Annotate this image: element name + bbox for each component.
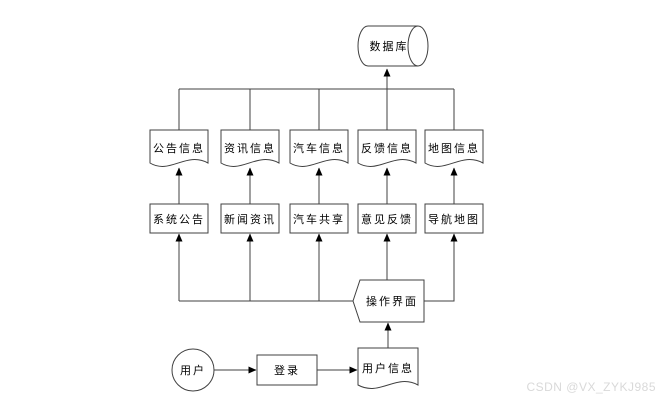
login-label: 登录 (274, 363, 300, 377)
node-system-announcement: 系统公告 (149, 203, 209, 234)
doc-feedback-info-label: 反馈信息 (361, 141, 413, 155)
doc-map-info-label: 地图信息 (428, 141, 480, 155)
arrow-panel-to-navigation (424, 233, 458, 302)
document-shape (220, 129, 280, 167)
node-doc-map-info: 地图信息 (424, 129, 484, 167)
doc-news-info-label: 资讯信息 (224, 141, 276, 155)
user-label: 用户 (180, 363, 206, 377)
user-info-label: 用户信息 (362, 361, 414, 375)
rectangle-shape (256, 354, 318, 386)
rectangle-shape (424, 203, 484, 234)
document-shape (149, 129, 209, 167)
document-shape (357, 129, 417, 167)
database-cylinder-cap (407, 25, 429, 67)
node-user-info: 用户信息 (357, 347, 419, 389)
rectangle-shape (220, 203, 280, 234)
node-user: 用户 (171, 348, 215, 392)
doc-announcement-info-label: 公告信息 (153, 141, 205, 155)
navigation-map-label: 导航地图 (428, 212, 480, 226)
node-doc-feedback-info: 反馈信息 (357, 129, 417, 167)
node-database: 数据库 (357, 25, 429, 67)
node-doc-announcement-info: 公告信息 (149, 129, 209, 167)
csdn-watermark: CSDN @VX_ZYKJ985 (526, 380, 656, 394)
node-doc-news-info: 资讯信息 (220, 129, 280, 167)
news-label: 新闻资讯 (224, 212, 276, 226)
rectangle-shape (357, 203, 417, 234)
document-shape (357, 347, 419, 389)
database-cylinder-body (357, 25, 418, 67)
display-shape (352, 279, 425, 323)
node-doc-car-info: 汽车信息 (289, 129, 349, 167)
operation-panel-label: 操作界面 (366, 294, 418, 308)
node-news: 新闻资讯 (220, 203, 280, 234)
node-car-sharing: 汽车共享 (289, 203, 349, 234)
document-shape (289, 129, 349, 167)
node-navigation-map: 导航地图 (424, 203, 484, 234)
database-label: 数据库 (370, 39, 409, 53)
doc-car-info-label: 汽车信息 (293, 141, 345, 155)
node-login: 登录 (256, 354, 318, 386)
node-feedback: 意见反馈 (357, 203, 417, 234)
system-announcement-label: 系统公告 (153, 213, 205, 226)
feedback-label: 意见反馈 (361, 212, 413, 226)
rectangle-shape (149, 203, 209, 234)
node-operation-panel: 操作界面 (352, 279, 425, 323)
car-sharing-label: 汽车共享 (293, 212, 345, 226)
circle-shape (171, 348, 215, 392)
rectangle-shape (289, 203, 349, 234)
document-shape (424, 129, 484, 167)
